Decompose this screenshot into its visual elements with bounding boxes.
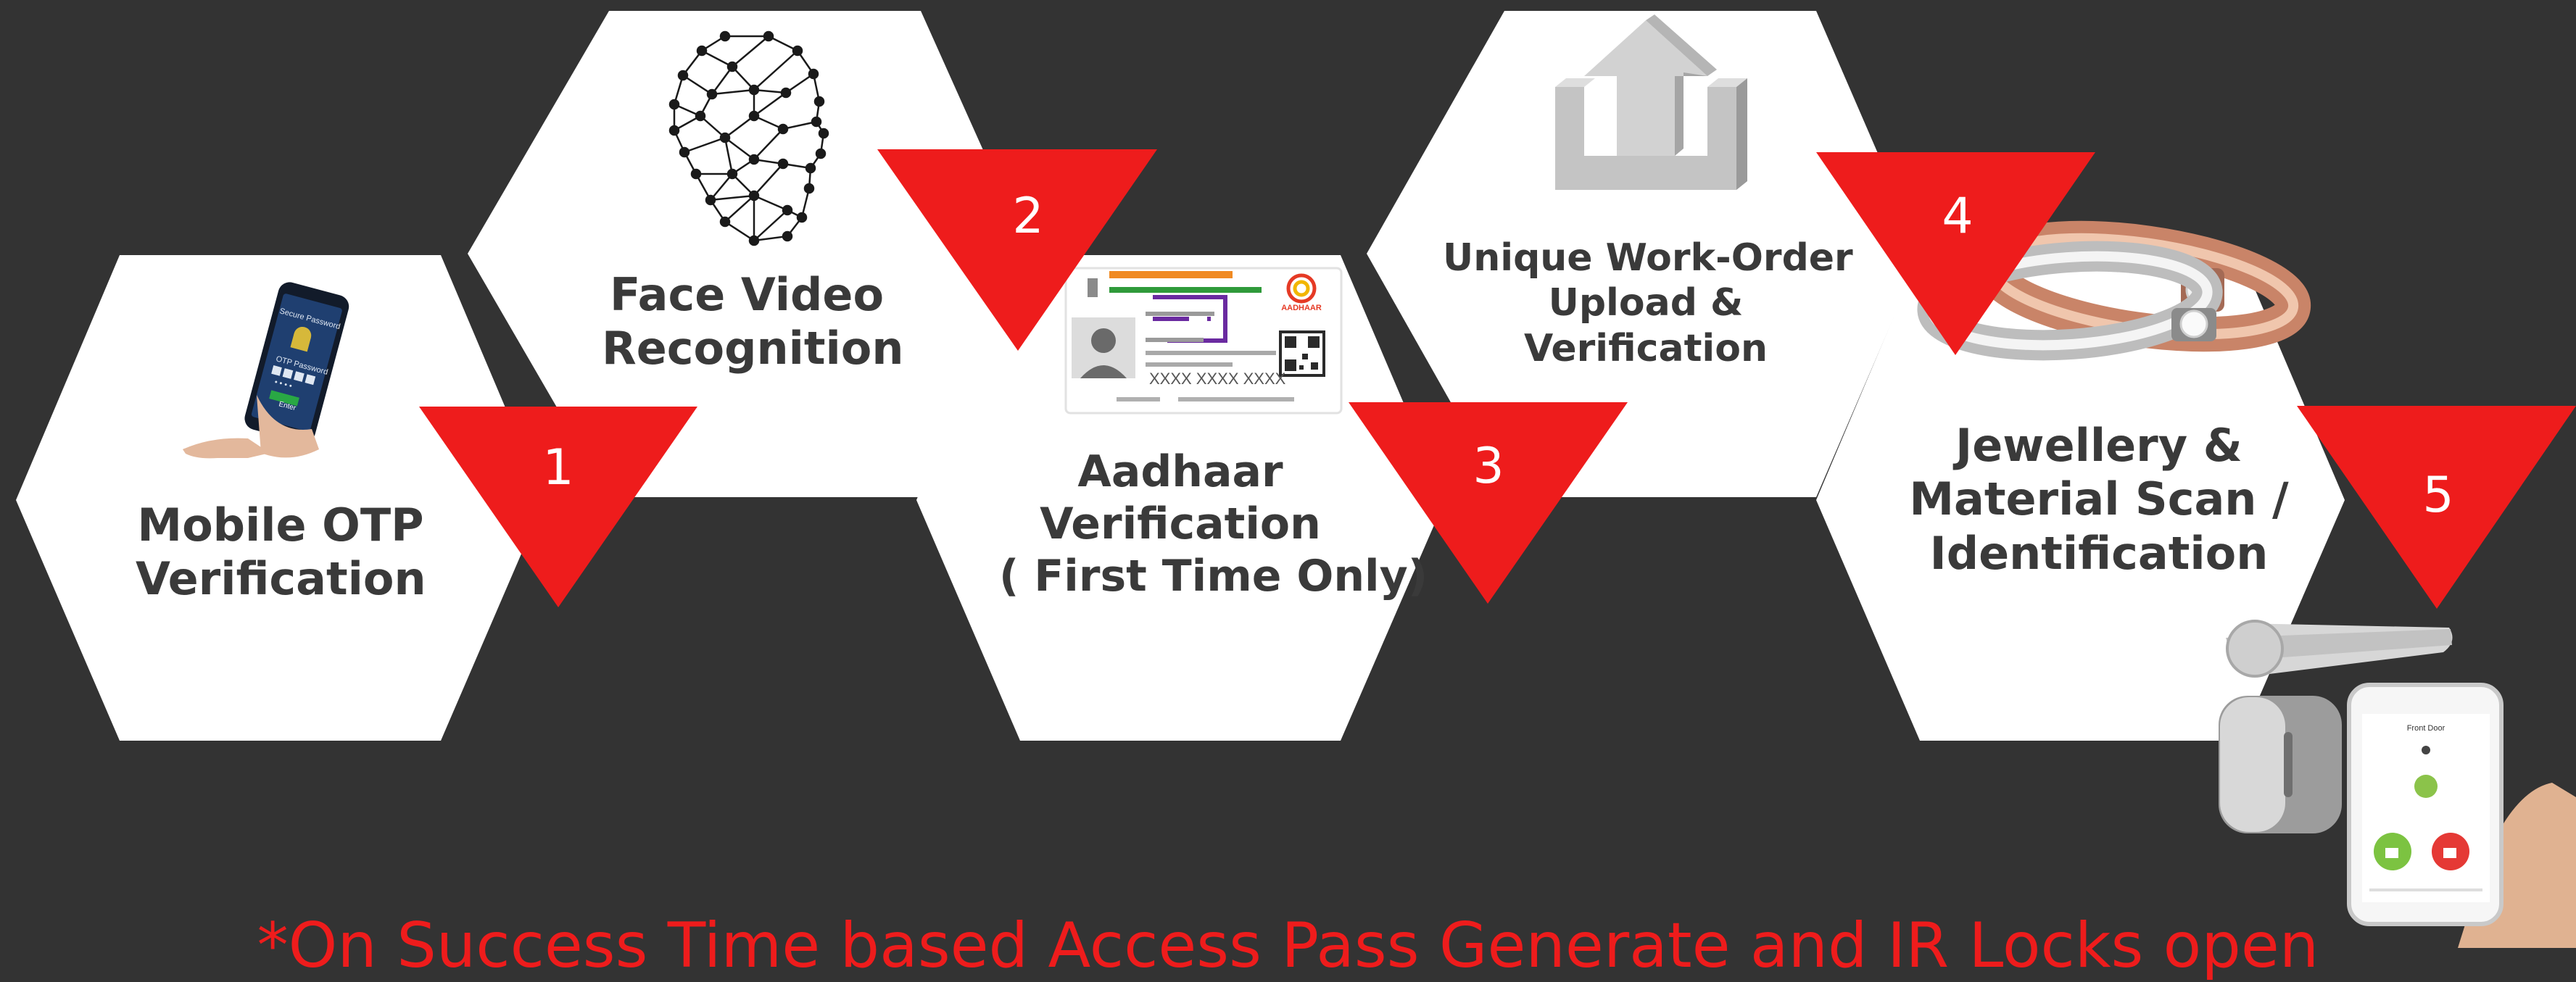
step-label-5-line-2: Material Scan / [1909, 473, 2289, 526]
process-flow: Secure Password OTP Password • • • • Ent… [16, 11, 2576, 977]
step-label-2: Face Video Recognition [602, 268, 904, 376]
aadhaar-card-icon [1064, 267, 1343, 415]
step-label-2-line-1: Face Video [609, 268, 885, 321]
upload-icon [1555, 14, 1747, 190]
phone-otp-icon [183, 282, 349, 459]
footer-note: *On Success Time based Access Pass Gener… [257, 910, 2319, 982]
step-label-4-line-2: Upload & [1548, 281, 1744, 325]
step-label-2-line-2: Recognition [602, 322, 904, 375]
step-marker-2 [877, 149, 1157, 351]
step-label-4-line-1: Unique Work-Order [1443, 236, 1853, 280]
step-label-4-line-3: Verification [1523, 326, 1768, 370]
hexagon-step-1 [16, 255, 544, 741]
step-number-2: 2 [1012, 188, 1044, 245]
step-label-3-line-1: Aadhaar [1077, 446, 1283, 497]
step-label-1-line-2: Verification [136, 552, 426, 606]
step-number-4: 4 [1942, 188, 1974, 245]
step-label-4: Unique Work-Order Upload & Verification [1443, 236, 1853, 371]
step-label-1: Mobile OTP Verification [136, 499, 426, 607]
qr-code-icon [1279, 330, 1325, 377]
step-number-5: 5 [2422, 467, 2454, 524]
hexagon-step-4 [1367, 11, 1921, 497]
step-label-5-line-1: Jewellery & [1955, 419, 2242, 472]
step-marker-4 [1816, 152, 2095, 355]
hexagon-step-2 [468, 11, 1030, 497]
aadhaar-number-mask: XXXX XXXX XXXX [1149, 370, 1286, 388]
step-label-1-line-1: Mobile OTP [137, 499, 424, 552]
aadhaar-logo-text: AADHAAR [1281, 304, 1322, 312]
step-label-3-line-3: ( First Time Only) [999, 551, 1428, 602]
step-number-3: 3 [1473, 438, 1504, 495]
step-marker-3 [1349, 402, 1628, 604]
step-label-3: Aadhaar Verification ( First Time Only) [999, 446, 1428, 602]
smart-lock-icon [2219, 620, 2453, 833]
process-diagram: Secure Password OTP Password • • • • Ent… [16, 11, 2576, 948]
step-marker-1 [419, 407, 697, 607]
lock-app-title: Front Door [2407, 724, 2445, 733]
step-label-5-line-3: Identification [1929, 526, 2269, 580]
step-label-3-line-2: Verification [1040, 499, 1321, 549]
step-label-5: Jewellery & Material Scan / Identificati… [1896, 419, 2302, 581]
hexagon-step-5 [1816, 255, 2345, 741]
lock-app-phone-icon [2347, 683, 2576, 948]
step-number-1: 1 [542, 439, 574, 496]
face-mesh-icon [668, 30, 829, 246]
step-marker-5 [2297, 406, 2576, 609]
